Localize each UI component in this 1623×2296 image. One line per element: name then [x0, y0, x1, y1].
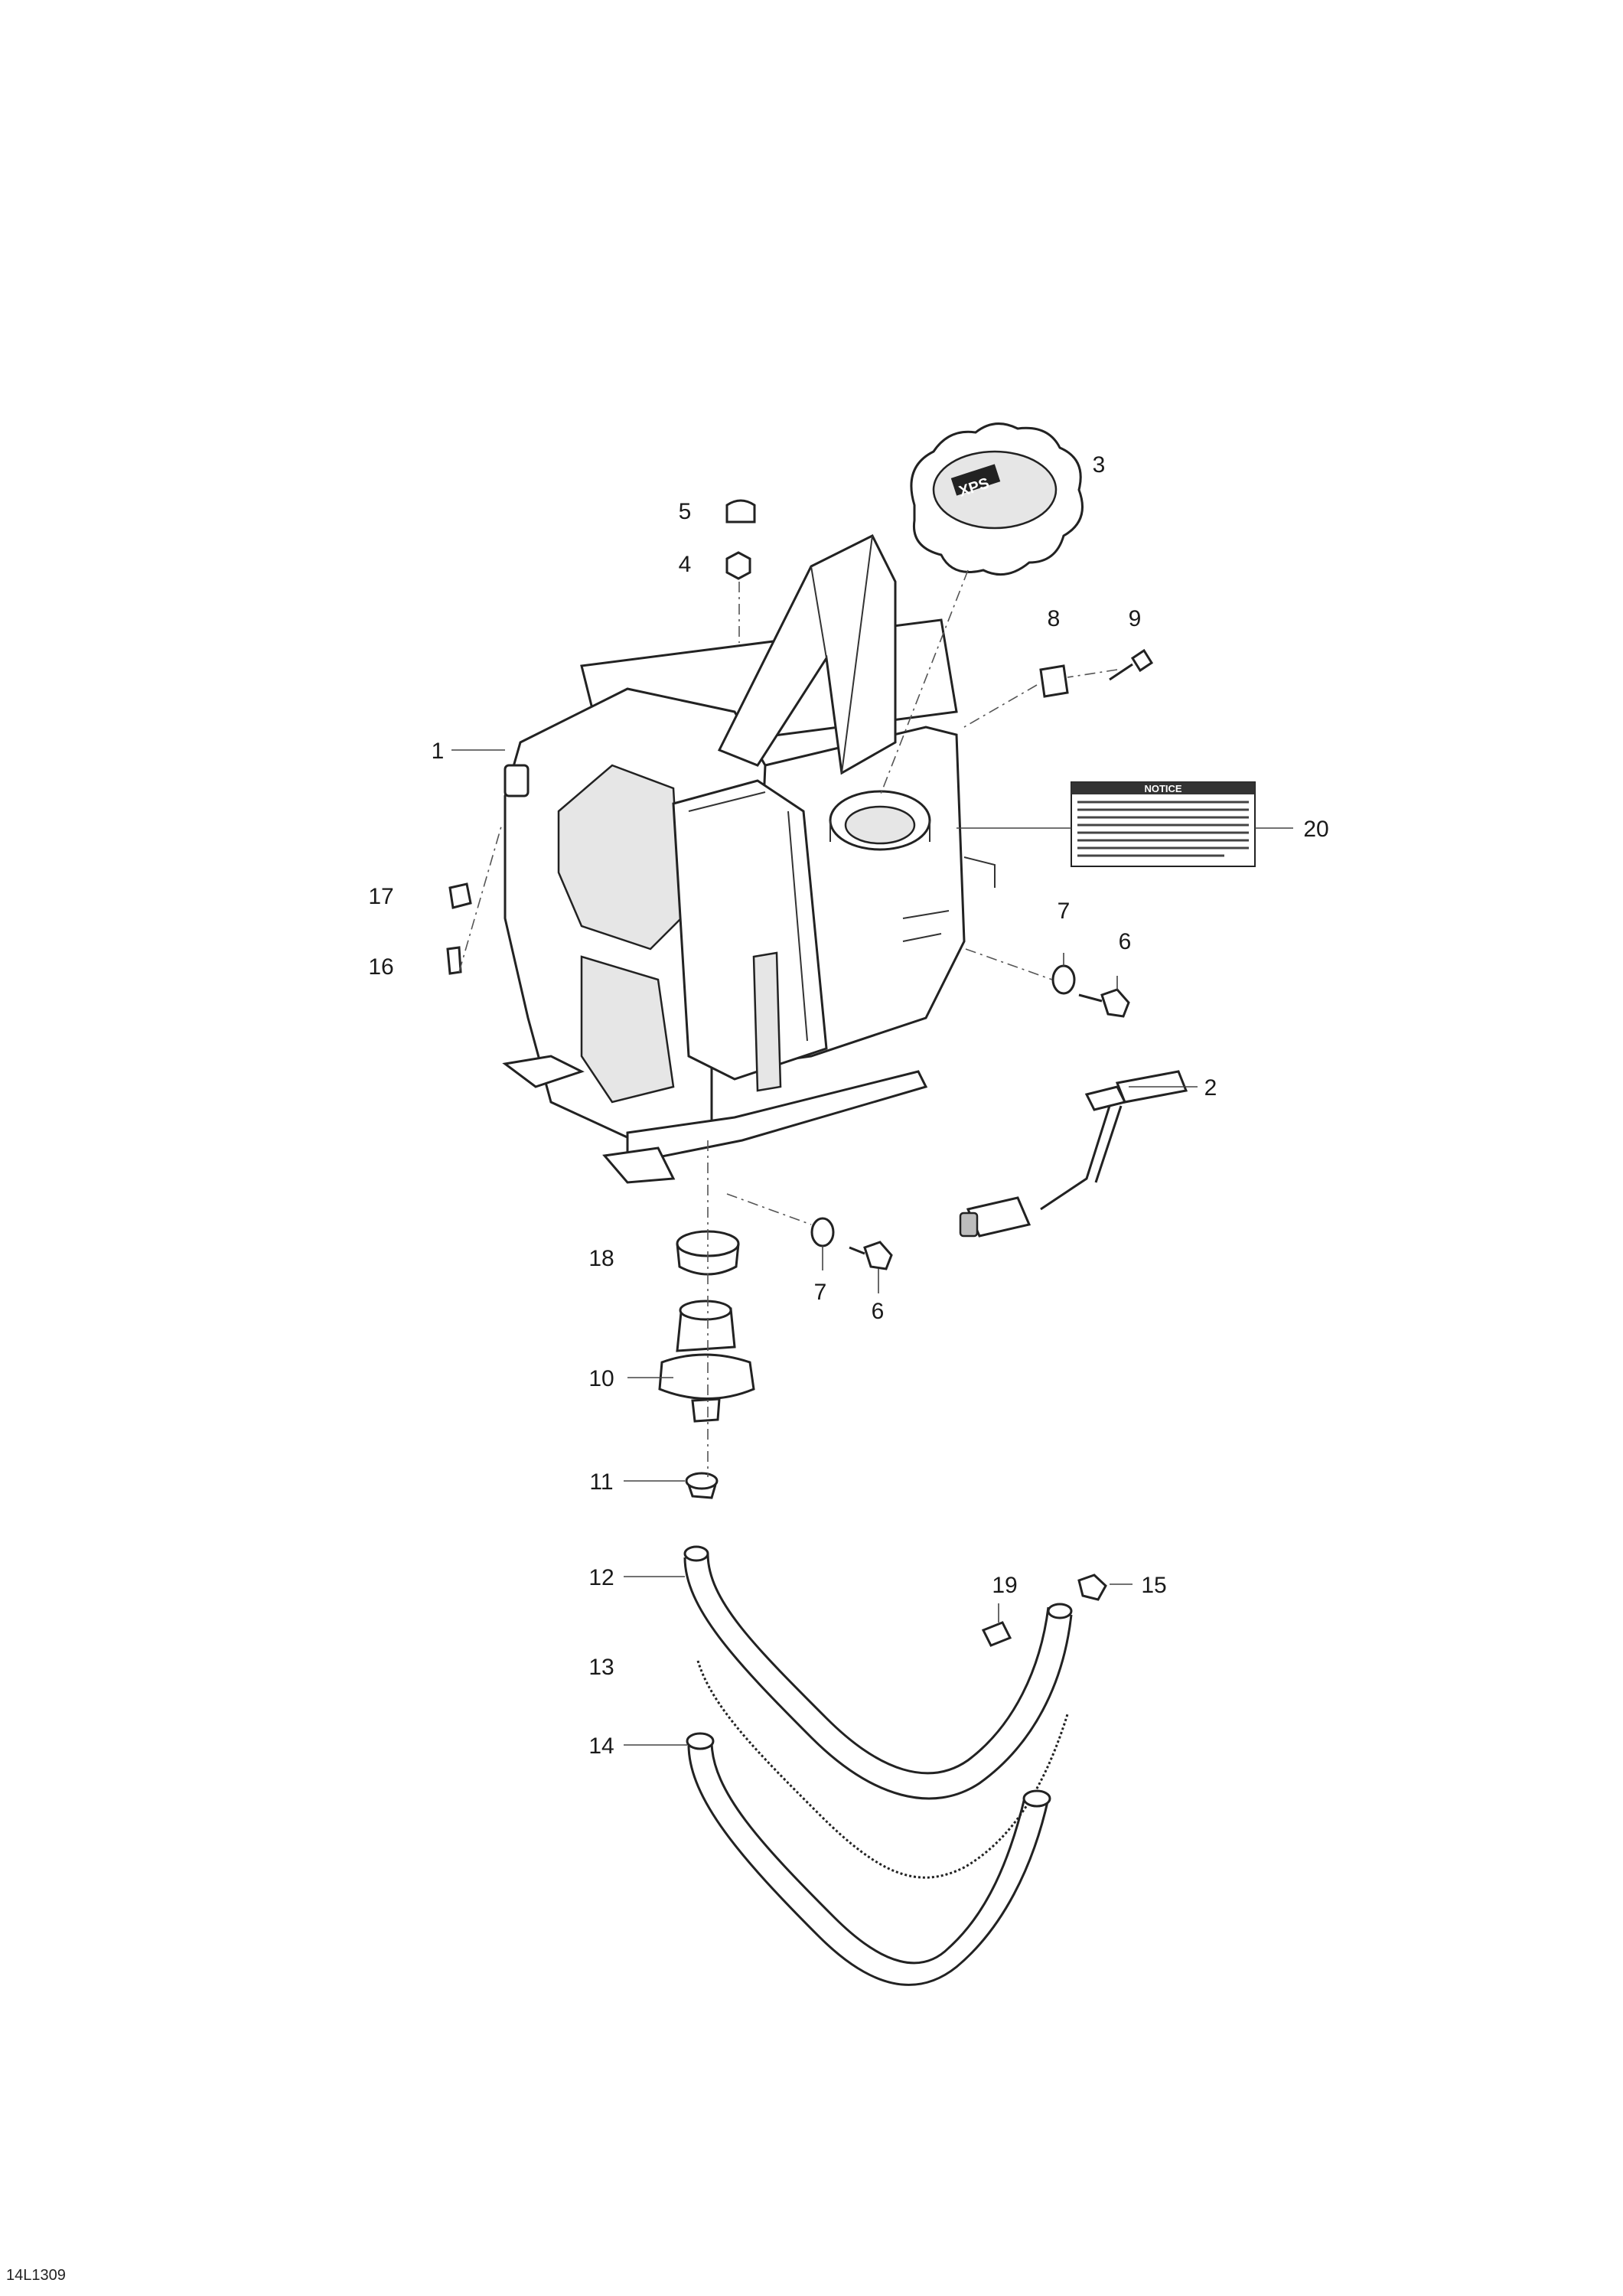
- leader-lines: [451, 749, 1293, 1746]
- part-6-bolt-upper: [1078, 988, 1130, 1018]
- label-16: 16: [368, 954, 393, 980]
- part-10-outlet-fitting: [658, 1300, 755, 1423]
- label-6-lower: 6: [872, 1299, 885, 1324]
- part-14-hose: [686, 1732, 1051, 1986]
- part-2-level-sensor: [959, 1070, 1188, 1238]
- label-5: 5: [679, 499, 692, 524]
- label-14: 14: [588, 1733, 614, 1759]
- part-15-clamp: [1077, 1574, 1107, 1601]
- part-5-plug: [725, 499, 756, 523]
- label-1: 1: [432, 739, 445, 764]
- part-6-bolt-lower: [849, 1241, 893, 1270]
- oil-tank: [502, 533, 996, 1184]
- part-11-hose-clamp: [685, 1472, 719, 1499]
- label-18: 18: [588, 1246, 614, 1271]
- label-11: 11: [589, 1469, 613, 1495]
- part-labels: 1 2 3 4 5 6 6 7 7 8 9 10 11 12 13 14 15 …: [368, 452, 1328, 1759]
- part-12-hose: [683, 1545, 1073, 1800]
- decal-title: NOTICE: [1144, 783, 1181, 794]
- label-12: 12: [588, 1565, 614, 1590]
- part-9-screw: [1109, 648, 1154, 681]
- label-17: 17: [368, 884, 393, 909]
- label-2: 2: [1204, 1075, 1217, 1101]
- filler-cap: XPS: [910, 422, 1084, 576]
- part-7-washer-upper: [1051, 964, 1076, 995]
- part-19-clip: [981, 1621, 1012, 1647]
- label-15: 15: [1141, 1573, 1166, 1598]
- label-9: 9: [1129, 606, 1142, 631]
- assembly-lines: [458, 569, 1118, 1477]
- label-20: 20: [1303, 817, 1328, 842]
- decal-fine-print: [1077, 801, 1249, 857]
- label-7-upper: 7: [1058, 899, 1071, 924]
- label-19: 19: [992, 1573, 1017, 1598]
- label-3: 3: [1093, 452, 1106, 478]
- part-20-notice-decal: NOTICE: [1071, 781, 1256, 867]
- part-7-washer-lower: [810, 1217, 835, 1247]
- part-16-fitting: [446, 946, 462, 975]
- label-7-lower: 7: [814, 1280, 827, 1305]
- label-6-upper: 6: [1119, 929, 1132, 954]
- part-17-grommet: [448, 882, 472, 909]
- label-10: 10: [588, 1366, 614, 1391]
- part-4-nut: [725, 551, 751, 580]
- label-8: 8: [1048, 606, 1061, 631]
- diagram-reference-code: 14L1309: [6, 2267, 66, 2284]
- part-8-plate: [1039, 664, 1069, 698]
- label-13: 13: [588, 1655, 614, 1680]
- label-4: 4: [679, 552, 692, 577]
